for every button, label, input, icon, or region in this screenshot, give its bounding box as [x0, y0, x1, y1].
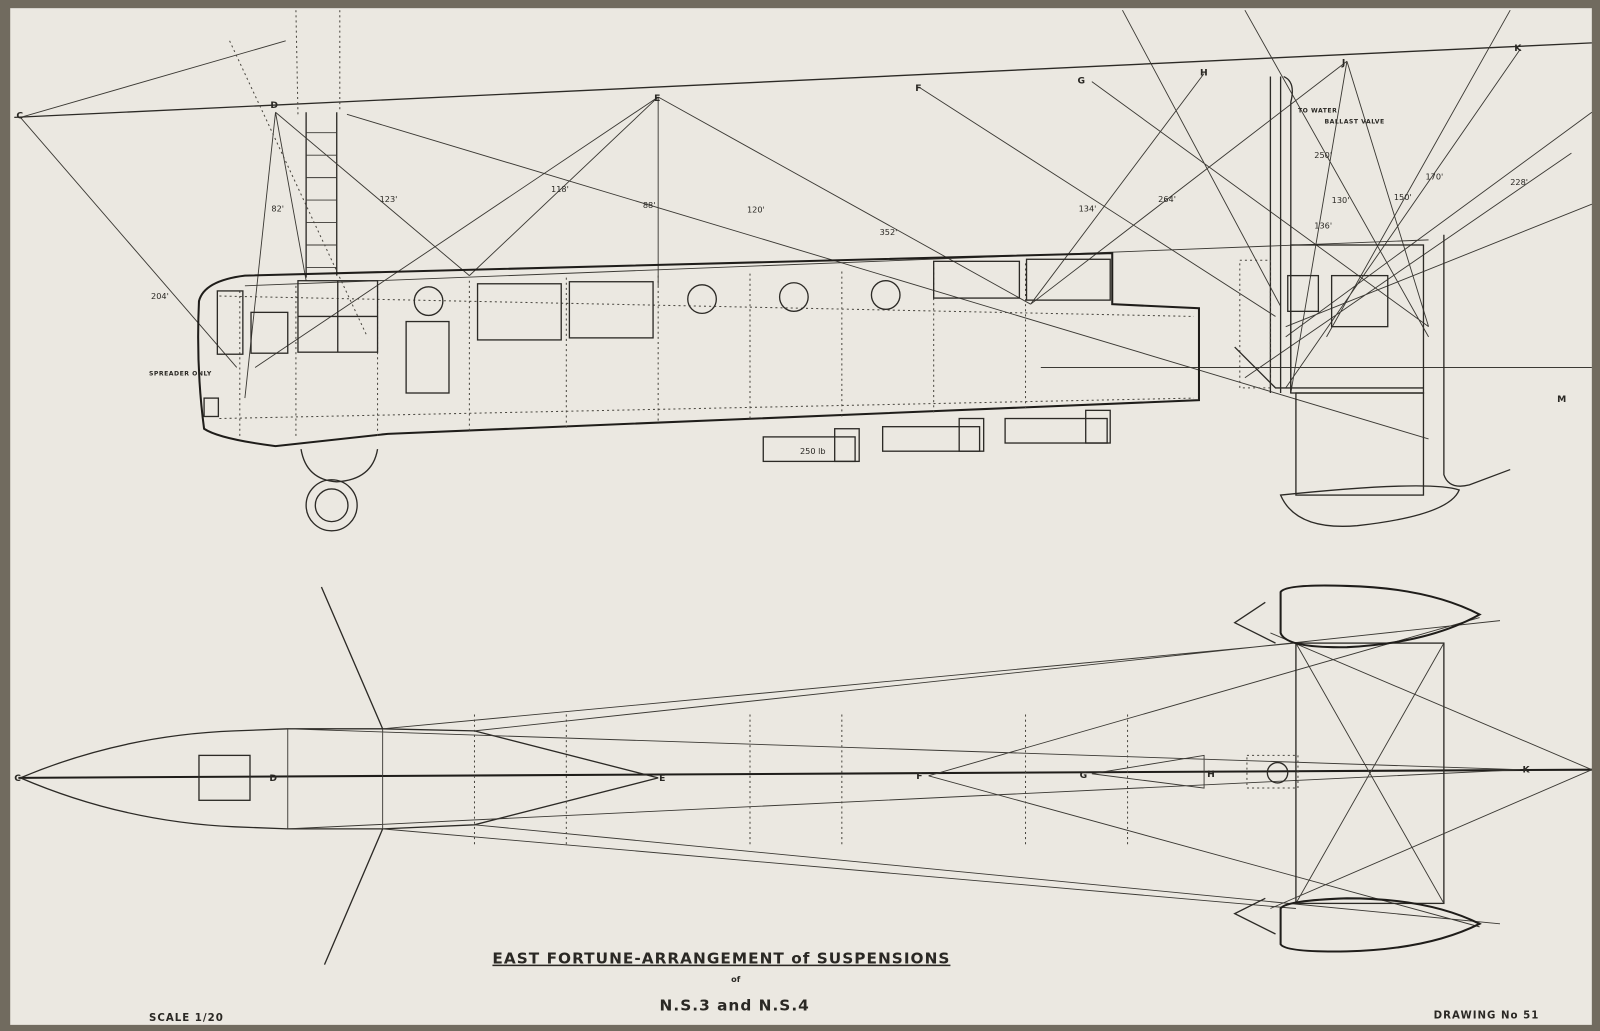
control-car [197, 252, 1200, 532]
dimension-label: 150' [1394, 192, 1412, 202]
drawing-subtitle: N.S.3 and N.S.4 [660, 997, 810, 1015]
plan-label-d: D [269, 773, 277, 784]
dimension-label: 82' [271, 203, 284, 213]
ladder [295, 10, 341, 278]
dimension-label: 88' [643, 200, 656, 210]
plan-label-g: G [1080, 770, 1088, 781]
engine-car [1234, 75, 1511, 527]
scale-label: SCALE 1/20 [149, 1013, 224, 1024]
dimension-label: 118' [551, 184, 569, 194]
drawing-number: DRAWING No 51 [1434, 1011, 1540, 1022]
suspension-wires [20, 9, 1593, 440]
point-label-g: G [1078, 76, 1086, 87]
bombs [762, 409, 1111, 463]
point-label-j: J [1341, 57, 1345, 68]
point-label-e: E [654, 93, 660, 104]
plan-label-k: K [1522, 765, 1530, 776]
water-ballast-note: BALLAST VALVE [1324, 119, 1384, 126]
dimension-label: 120' [747, 204, 765, 214]
spreader-note: SPREADER ONLY [149, 371, 212, 378]
drawing-title: EAST FORTUNE-ARRANGEMENT of SUSPENSIONS [492, 950, 950, 968]
point-label-f: F [915, 83, 921, 94]
water-ballast-note: TO WATER [1298, 107, 1337, 114]
plan-label-f: F [916, 771, 922, 782]
dimension-label: 170' [1426, 172, 1444, 182]
point-label-c: C [16, 110, 23, 121]
point-label-d: D [270, 100, 278, 111]
plan-label-h: H [1207, 769, 1215, 780]
dimension-label: 130' [1332, 195, 1350, 205]
plan-view: C D E F G H K [14, 584, 1593, 965]
plan-label-c: C [14, 773, 21, 784]
plan-engine-car [1233, 584, 1593, 953]
dimension-label: 250' [1314, 150, 1332, 160]
plan-label-e: E [659, 773, 665, 784]
bomb-weight-label: 250 lb [800, 446, 826, 456]
dimension-label: 352' [880, 227, 898, 237]
point-label-h: H [1200, 68, 1208, 79]
dimension-label: 264' [1158, 194, 1176, 204]
centre-line [18, 768, 1592, 779]
side-view: C D E F G H J K M 204' 82' 123' 118' 88'… [14, 9, 1593, 532]
paper [10, 8, 1592, 1025]
point-label-k: K [1514, 43, 1522, 54]
title-of: of [731, 974, 741, 984]
dimension-label: 134' [1079, 203, 1097, 213]
dimension-label: 136' [1314, 221, 1332, 231]
envelope-line [14, 42, 1592, 119]
dimension-label: 204' [151, 291, 169, 301]
dimension-label: 123' [380, 194, 398, 204]
title-block: EAST FORTUNE-ARRANGEMENT of SUSPENSIONS … [149, 950, 1540, 1024]
point-label-m: M [1557, 394, 1566, 405]
dimension-label: 228' [1510, 177, 1528, 187]
